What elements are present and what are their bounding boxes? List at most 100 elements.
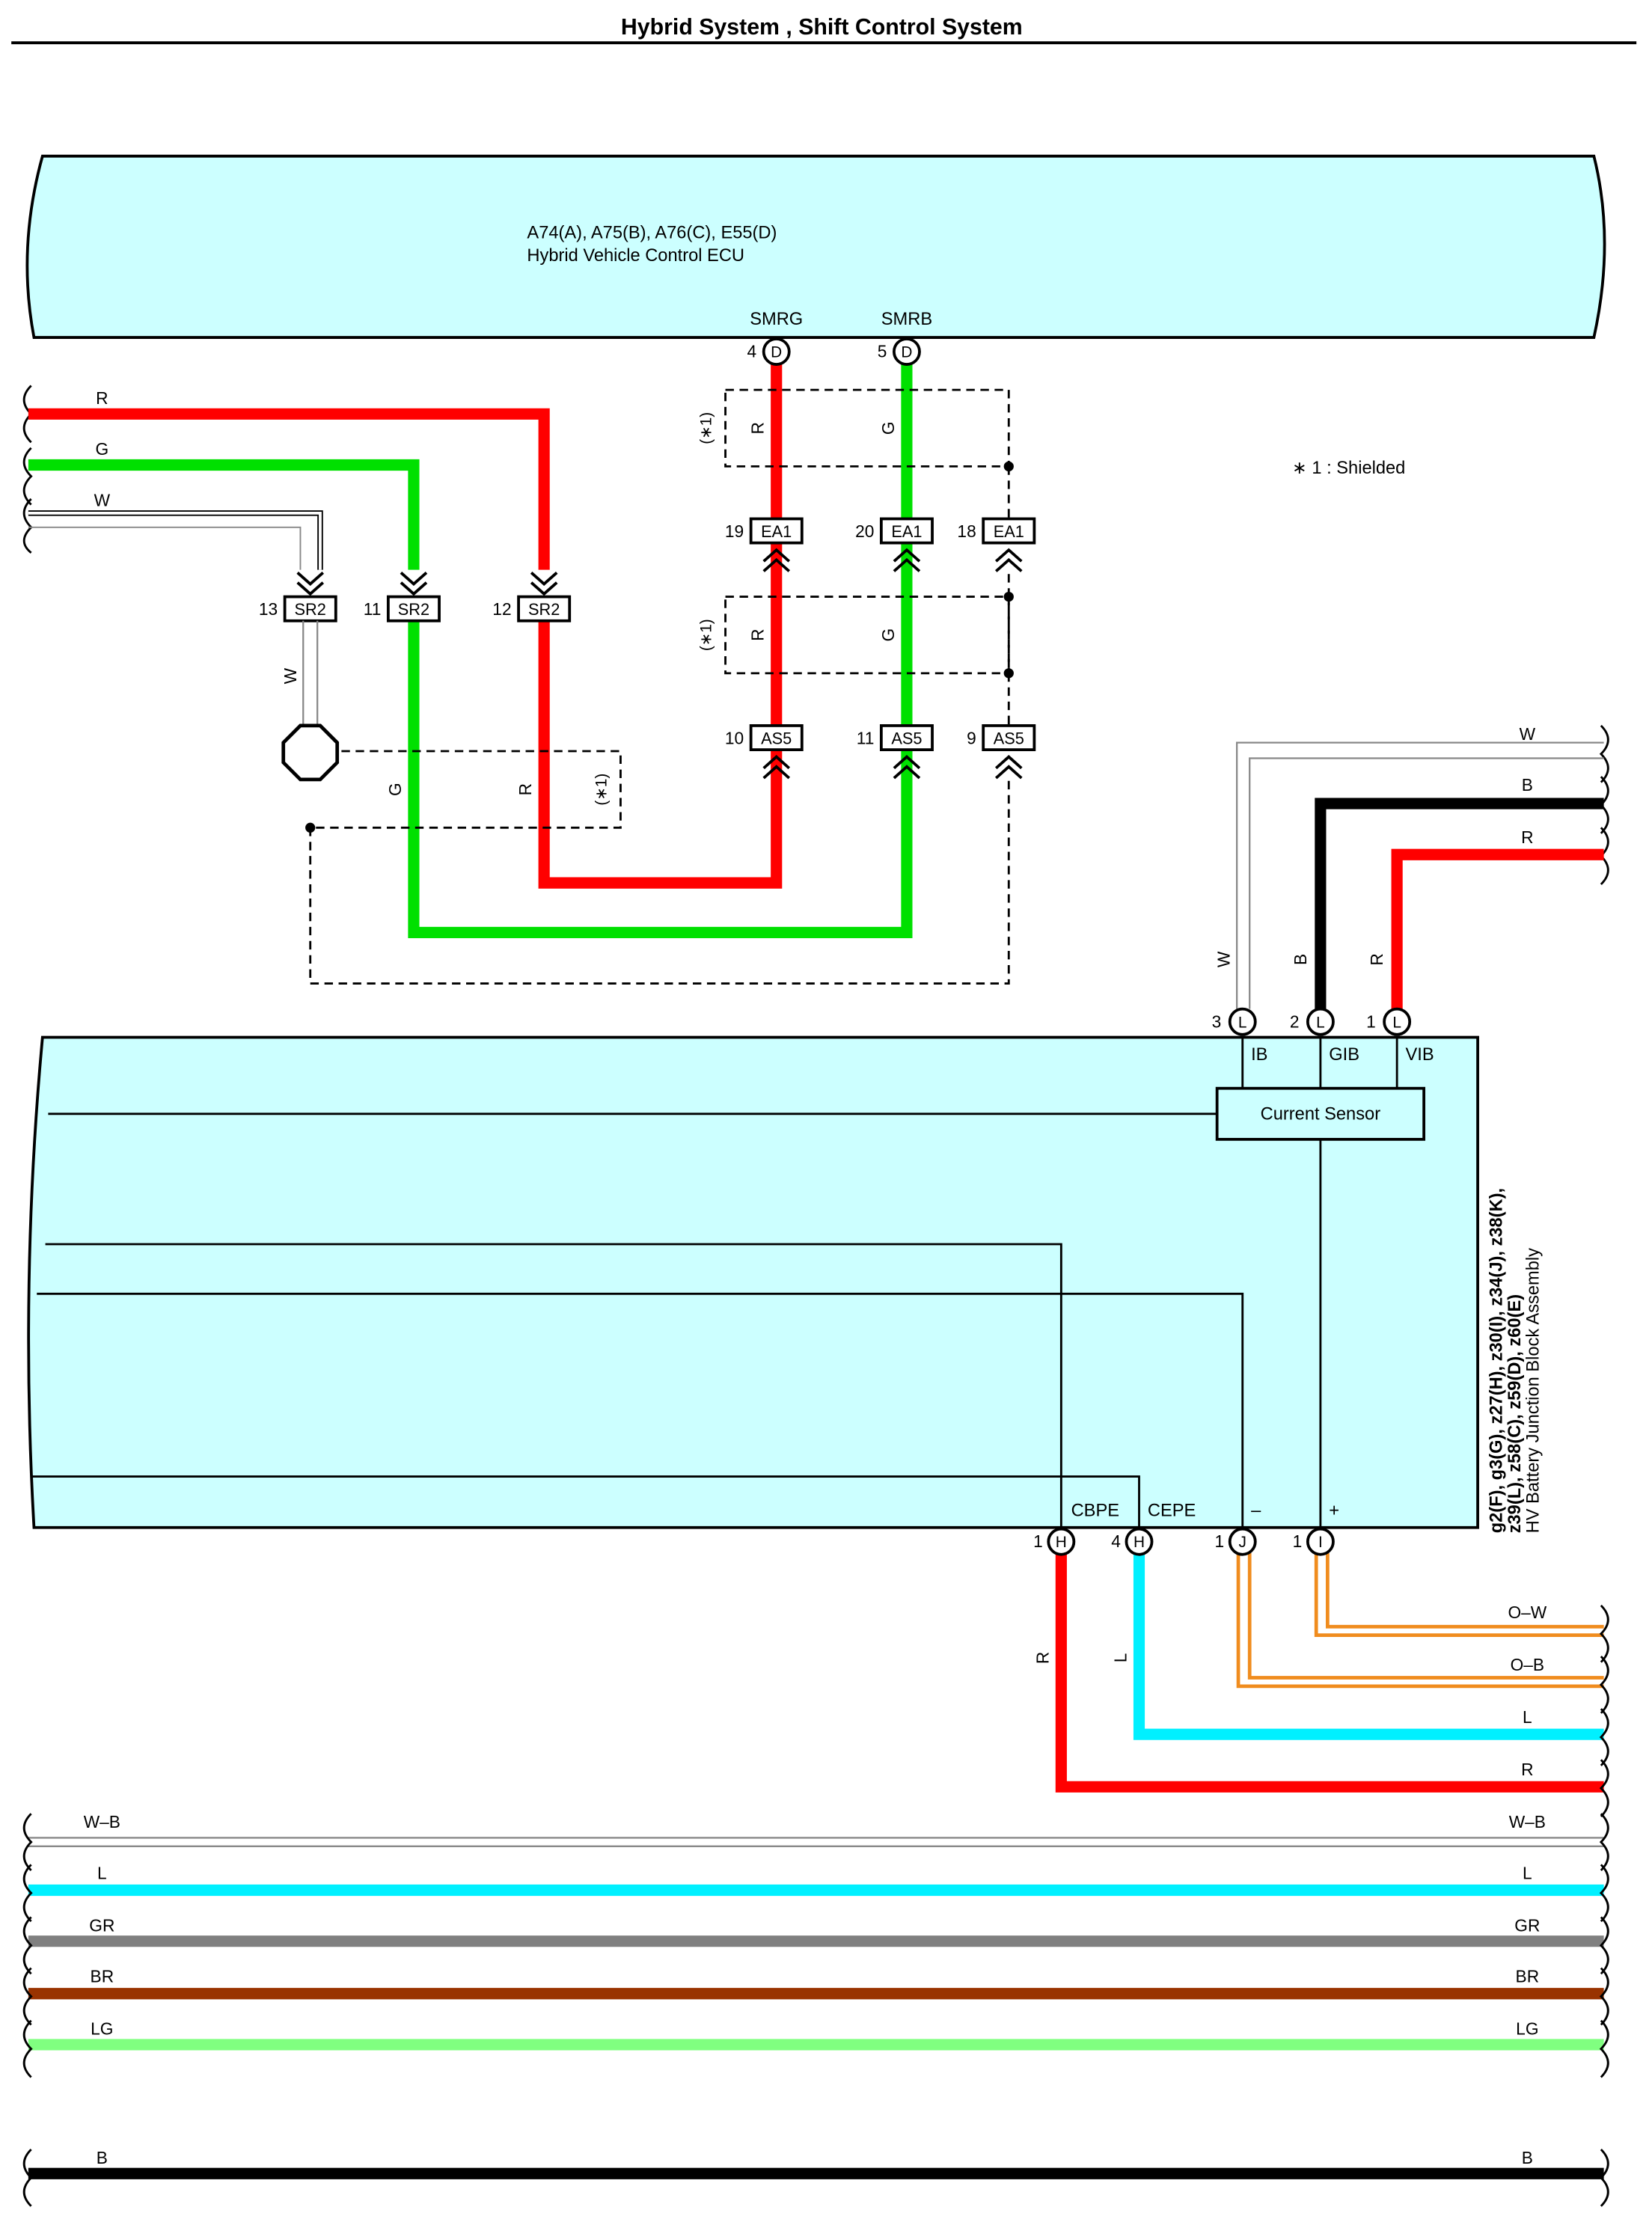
right-break-l bbox=[1599, 1708, 1609, 1766]
svg-text:J: J bbox=[1239, 1534, 1246, 1551]
left-break-g bbox=[22, 447, 33, 506]
jb-terminal-cepe: H 4 bbox=[1111, 1527, 1154, 1556]
right-break-w bbox=[1599, 724, 1609, 783]
jb-line-cbpe bbox=[45, 1243, 1062, 1528]
svg-text:B: B bbox=[97, 2148, 108, 2167]
svg-text:LG: LG bbox=[1516, 2019, 1538, 2039]
svg-text:L: L bbox=[1523, 1863, 1532, 1882]
ea1-connector-19: EA1 19 bbox=[725, 517, 804, 545]
right-wire-label-l: L bbox=[1523, 1707, 1532, 1727]
wire-label-l-cepe: L bbox=[1110, 1653, 1130, 1663]
ground-octagon bbox=[281, 723, 340, 782]
right-wire-label-b: B bbox=[1522, 775, 1533, 795]
as5-connector-10: AS5 10 bbox=[725, 724, 804, 752]
svg-text:L: L bbox=[1392, 1014, 1401, 1031]
wire-label-g-upper: G bbox=[878, 421, 898, 435]
right-break-r2 bbox=[1599, 1759, 1609, 1818]
wire-plus-orange-b bbox=[1325, 1552, 1604, 1629]
terminal-name-smrg: SMRG bbox=[750, 310, 803, 329]
jb-name: HV Battery Junction Block Assembly bbox=[1524, 1248, 1544, 1533]
bus-wire-wb: W–B W–B bbox=[22, 1812, 1609, 1872]
shield-dot-3 bbox=[1003, 668, 1014, 679]
right-break-ob bbox=[1599, 1656, 1609, 1714]
wire-left-white-2 bbox=[28, 526, 302, 570]
page-title: Hybrid System , Shift Control System bbox=[621, 15, 1023, 40]
sr2-connector-11: SR2 11 bbox=[364, 595, 441, 622]
svg-text:13: 13 bbox=[259, 599, 278, 619]
right-wire-label-r: R bbox=[1521, 827, 1533, 847]
svg-text:AS5: AS5 bbox=[891, 729, 922, 748]
terminal-pin-smrb: 5 bbox=[878, 342, 887, 361]
svg-text:BR: BR bbox=[91, 1967, 114, 1986]
shield-mark-upper: (∗1) bbox=[698, 412, 715, 444]
jb-connectors-line2: z39(L), z58(C), z59(D), z60(E) bbox=[1505, 1294, 1525, 1533]
wire-right-white-a bbox=[1236, 741, 1604, 1009]
ecu-connectors-label: A74(A), A75(B), A76(C), E55(D) bbox=[527, 224, 777, 243]
shield-box-lower bbox=[724, 596, 1010, 675]
current-sensor-box bbox=[1215, 1086, 1426, 1141]
shield-mark-mid: (∗1) bbox=[593, 774, 610, 806]
right-wire-label-ob: O–B bbox=[1511, 1655, 1544, 1674]
svg-text:AS5: AS5 bbox=[994, 729, 1024, 748]
bus-wire-b: B B bbox=[22, 2148, 1609, 2207]
as5-chevron-10 bbox=[762, 755, 791, 780]
jb-terminal-minus: J 1 bbox=[1214, 1527, 1257, 1556]
sr2-chevron-13 bbox=[296, 571, 325, 596]
wire-label-r-lower: R bbox=[748, 629, 768, 641]
left-wire-label-g: G bbox=[96, 439, 109, 459]
svg-text:W–B: W–B bbox=[84, 1812, 120, 1831]
ea1-connector-18: EA1 18 bbox=[957, 517, 1036, 545]
svg-text:SR2: SR2 bbox=[398, 600, 429, 619]
jb-terminal-gib: L 2 bbox=[1290, 1007, 1335, 1036]
terminal-pin-smrg: 4 bbox=[747, 342, 757, 361]
right-wire-label-r2: R bbox=[1521, 1760, 1533, 1779]
sr2-chevron-12 bbox=[530, 571, 558, 596]
svg-text:GR: GR bbox=[1514, 1915, 1540, 1935]
svg-text:B: B bbox=[1522, 2148, 1533, 2167]
svg-text:L: L bbox=[1316, 1014, 1325, 1031]
jb-line-cepe bbox=[31, 1475, 1140, 1528]
ea1-connector-20: EA1 20 bbox=[855, 517, 934, 545]
svg-text:1: 1 bbox=[1366, 1011, 1376, 1031]
shield-mark-lower: (∗1) bbox=[698, 619, 715, 651]
wire-label-r-cbpe: R bbox=[1032, 1652, 1052, 1664]
jb-pin-name-vib: VIB bbox=[1406, 1045, 1434, 1065]
terminal-circle-smrb bbox=[893, 337, 921, 366]
as5-connector-11: AS5 11 bbox=[857, 724, 934, 752]
svg-text:I: I bbox=[1318, 1534, 1323, 1551]
bus-wire-l: L L bbox=[22, 1863, 1609, 1923]
right-break-ow bbox=[1599, 1604, 1609, 1663]
svg-text:18: 18 bbox=[957, 521, 976, 541]
shield-dot-2 bbox=[1003, 591, 1014, 602]
wire-cepe-blue bbox=[1133, 1552, 1604, 1740]
shield-dot-4 bbox=[305, 822, 316, 833]
jb-terminal-ib: L 3 bbox=[1212, 1007, 1257, 1036]
left-wire-label-w: W bbox=[94, 490, 111, 509]
bus-wire-lg: LG LG bbox=[22, 2019, 1609, 2078]
svg-text:LG: LG bbox=[91, 2019, 113, 2039]
shield-note: ∗ 1 : Shielded bbox=[1292, 459, 1405, 478]
jb-pin-name-gib: GIB bbox=[1329, 1045, 1359, 1065]
right-wire-label-ow: O–W bbox=[1508, 1603, 1547, 1622]
jb-terminal-cbpe: H 1 bbox=[1033, 1527, 1076, 1556]
svg-text:L: L bbox=[1238, 1014, 1247, 1031]
svg-text:11: 11 bbox=[857, 729, 875, 748]
svg-text:SR2: SR2 bbox=[295, 600, 326, 619]
svg-text:AS5: AS5 bbox=[761, 729, 792, 748]
wire-label-r-sr2: R bbox=[516, 783, 535, 795]
svg-text:W–B: W–B bbox=[1509, 1812, 1546, 1831]
wire-label-w-ib: W bbox=[1214, 951, 1234, 967]
jb-terminal-plus: I 1 bbox=[1293, 1527, 1335, 1556]
terminal-circle-smrg bbox=[762, 337, 791, 366]
svg-text:12: 12 bbox=[492, 599, 511, 619]
svg-text:BR: BR bbox=[1516, 1967, 1540, 1986]
ecu-panel bbox=[25, 154, 1606, 339]
svg-text:20: 20 bbox=[855, 521, 874, 541]
wire-smrb-green bbox=[408, 363, 913, 938]
wire-plus-orange-a bbox=[1314, 1552, 1604, 1638]
svg-text:9: 9 bbox=[967, 729, 976, 748]
jb-connectors-line1: g2(F), g3(G), z27(H), z30(I), z34(J), z3… bbox=[1487, 1188, 1506, 1533]
svg-text:H: H bbox=[1134, 1534, 1145, 1551]
wire-left-white-inner bbox=[28, 511, 322, 570]
